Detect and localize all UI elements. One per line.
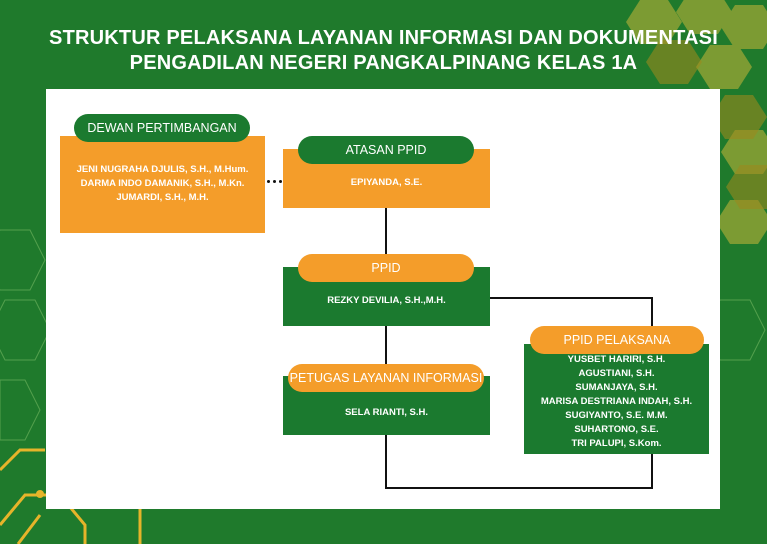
ppid-member: REZKY DEVILIA, S.H.,M.H. xyxy=(327,295,446,306)
connector-atasan-ppid xyxy=(385,208,387,258)
connector-pelaksana-top xyxy=(651,297,653,327)
dewan-pertimbangan-box: JENI NUGRAHA DJULIS, S.H., M.Hum. DARMA … xyxy=(60,136,265,233)
atasan-members: EPIYANDA, S.E. xyxy=(283,176,490,190)
dotted-connector-dot xyxy=(273,180,276,183)
pelaksana-member: YUSBET HARIRI, S.H. xyxy=(567,354,666,365)
petugas-members: SELA RIANTI, S.H. xyxy=(283,406,490,420)
pelaksana-member: AGUSTIANI, S.H. xyxy=(578,368,655,379)
pelaksana-member: SUGIYANTO, S.E. M.M. xyxy=(565,410,668,421)
pelaksana-member: TRI PALUPI, S.Kom. xyxy=(571,438,662,449)
dotted-connector-dot xyxy=(279,180,282,183)
petugas-layanan-title: PETUGAS LAYANAN INFORMASI xyxy=(288,364,484,392)
page-title-line-1: STRUKTUR PELAKSANA LAYANAN INFORMASI DAN… xyxy=(49,27,718,49)
ppid-pelaksana-box: YUSBET HARIRI, S.H. AGUSTIANI, S.H. SUMA… xyxy=(524,344,709,454)
pelaksana-members: YUSBET HARIRI, S.H. AGUSTIANI, S.H. SUMA… xyxy=(524,353,709,451)
atasan-member: EPIYANDA, S.E. xyxy=(350,177,423,188)
connector-petugas-bottom xyxy=(385,434,387,489)
pelaksana-member: SUMANJAYA, S.H. xyxy=(575,382,658,393)
connector-ppid-right xyxy=(488,297,653,299)
atasan-ppid-title: ATASAN PPID xyxy=(298,136,474,164)
dewan-member: DARMA INDO DAMANIK, S.H., M.Kn. xyxy=(80,178,245,189)
pelaksana-member: SUHARTONO, S.E. xyxy=(574,424,659,435)
connector-bottom-horizontal xyxy=(385,487,653,489)
page-title-line-2: PENGADILAN NEGERI PANGKALPINANG KELAS 1A xyxy=(129,52,638,74)
connector-pelaksana-bottom xyxy=(651,453,653,489)
dewan-pertimbangan-title: DEWAN PERTIMBANGAN xyxy=(74,114,250,142)
org-chart-panel: JENI NUGRAHA DJULIS, S.H., M.Hum. DARMA … xyxy=(46,89,720,509)
connector-ppid-petugas xyxy=(385,326,387,376)
pelaksana-member: MARISA DESTRIANA INDAH, S.H. xyxy=(540,396,693,407)
ppid-pelaksana-title: PPID PELAKSANA xyxy=(530,326,704,354)
dotted-connector-dot xyxy=(267,180,270,183)
petugas-member: SELA RIANTI, S.H. xyxy=(344,407,429,418)
ppid-members: REZKY DEVILIA, S.H.,M.H. xyxy=(283,294,490,308)
dewan-member: JENI NUGRAHA DJULIS, S.H., M.Hum. xyxy=(76,164,249,175)
ppid-title: PPID xyxy=(298,254,474,282)
dewan-member: JUMARDI, S.H., M.H. xyxy=(116,192,209,203)
dewan-members: JENI NUGRAHA DJULIS, S.H., M.Hum. DARMA … xyxy=(60,163,265,205)
